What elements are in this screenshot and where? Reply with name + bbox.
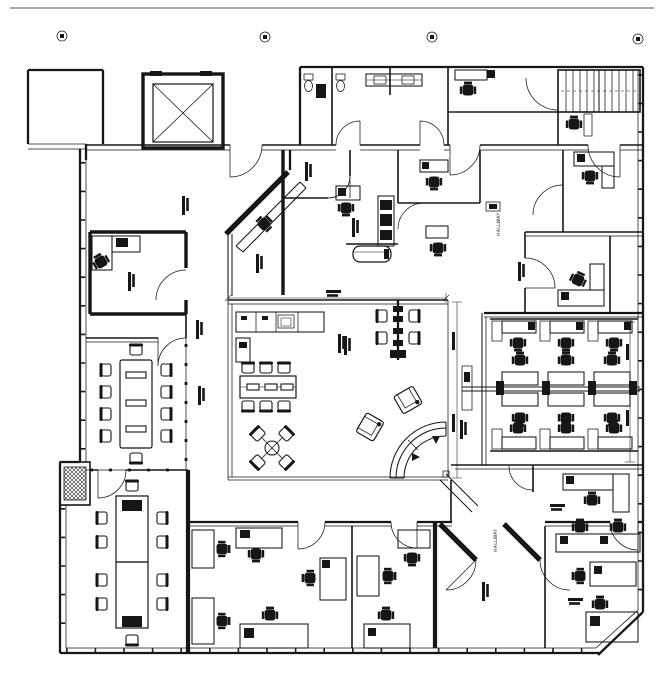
workstation-area	[450, 311, 643, 522]
dimension-horizontal	[224, 290, 450, 303]
restroom-core	[303, 67, 559, 145]
hallway-label-lower: HALLWAY	[493, 529, 499, 552]
elevator-shaft	[141, 71, 225, 150]
corridor-north-wall	[86, 120, 643, 178]
upper-left-office	[88, 196, 189, 316]
right-middle-offices: HALLWAY	[485, 150, 643, 312]
conference-room-1	[86, 314, 205, 472]
hallway-label-upper: HALLWAY	[496, 213, 502, 236]
diagonal-hallway: HALLWAY	[438, 473, 571, 601]
bottom-office-band	[185, 470, 643, 653]
dimension-vertical-center	[452, 301, 462, 479]
reception	[224, 150, 307, 296]
open-collab-area	[227, 296, 467, 481]
dimension-vertical-right	[625, 321, 635, 463]
top-center-rooms	[281, 150, 481, 295]
stairwell	[557, 69, 641, 145]
bottom-right-quad	[508, 465, 630, 513]
conference-room-2	[90, 469, 188, 648]
hatched-closet	[59, 461, 91, 506]
grid-bubbles	[56, 30, 644, 45]
